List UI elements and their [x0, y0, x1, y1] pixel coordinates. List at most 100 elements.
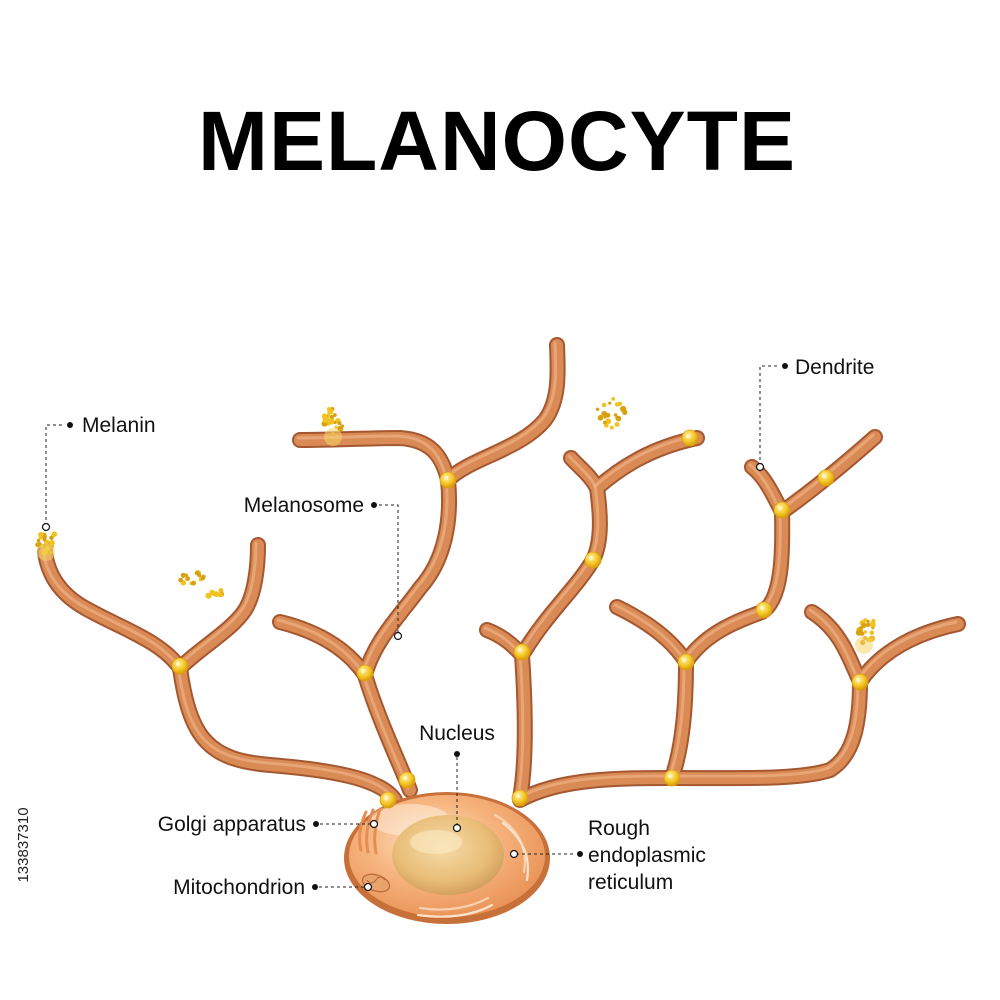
granule-highlight	[855, 677, 861, 683]
dendrite-branch-layer	[613, 603, 686, 662]
dendrite-branch-layer	[361, 671, 410, 790]
dendrite-branch-layer	[854, 618, 964, 688]
melanin-granule	[321, 413, 327, 419]
melanin-granule	[613, 413, 618, 417]
melanosome-granule	[663, 769, 681, 787]
leader-lines	[41, 363, 788, 892]
dendrite-branch-layer	[176, 541, 258, 668]
dendrite-branch-layer	[41, 548, 180, 668]
melanin-cluster	[321, 407, 344, 436]
label-golgi-apparatus: Golgi apparatus	[158, 813, 306, 836]
granule-highlight	[383, 795, 389, 801]
melanin-granule	[333, 413, 337, 417]
dendrite-branch-layer	[824, 676, 866, 776]
melanosome-granule	[439, 471, 457, 489]
melanin-granule	[870, 621, 876, 628]
melanin-clusters	[35, 397, 876, 654]
melanosome-granule	[398, 771, 416, 789]
melanin-granule	[597, 415, 604, 421]
label-nucleus: Nucleus	[419, 722, 495, 745]
dendrite-branch-layer	[668, 658, 686, 778]
melanosome-granule	[851, 673, 869, 691]
dendrite-branch-layer	[39, 546, 186, 674]
melanin-granule	[218, 592, 224, 598]
melanin-granule	[329, 414, 335, 420]
melanin-granule	[601, 402, 607, 408]
melanin-granule	[205, 592, 212, 599]
melanosome-granule	[817, 469, 835, 487]
melanin-granule	[322, 417, 329, 424]
granule-highlight	[667, 773, 673, 779]
dendrite-branch-layer	[611, 601, 692, 668]
melanin-granule	[327, 408, 334, 415]
melanin-granule	[605, 412, 611, 418]
dendrite-branch	[440, 337, 566, 488]
golgi-apparatus	[358, 807, 382, 855]
melanosome-granule	[356, 664, 374, 682]
granule-highlight	[517, 647, 523, 653]
granule-highlight	[821, 473, 827, 479]
label-rough-er-line2: endoplasmic	[588, 844, 706, 867]
melanin-cluster	[178, 570, 206, 586]
melanin-granule	[36, 538, 41, 543]
melanin-granule	[622, 409, 628, 415]
melanin-granule	[608, 401, 612, 405]
melanin-granule	[180, 572, 186, 578]
dendrite-network	[37, 337, 966, 808]
dendrite-branch-layer	[442, 339, 564, 486]
melanin-granule	[861, 622, 867, 629]
melanin-granule	[210, 590, 216, 596]
melanin-granule	[340, 424, 344, 428]
melanin-granule	[49, 540, 55, 546]
rough-er	[416, 813, 529, 918]
melanin-glow	[324, 428, 342, 446]
melanin-granule	[863, 618, 868, 623]
melanin-granule	[337, 421, 342, 426]
granule-highlight	[681, 657, 687, 663]
melanin-granule	[859, 631, 865, 636]
dendrite-branch-layer	[808, 608, 860, 682]
granule-highlight	[515, 793, 521, 799]
melanin-granule	[42, 537, 47, 542]
dendrite-branch-layer	[276, 618, 365, 675]
melanin-granule	[200, 575, 206, 581]
label-dendrite: Dendrite	[795, 356, 874, 379]
label-mitochondrion: Mitochondrion	[173, 876, 305, 899]
nucleus	[392, 815, 504, 895]
melanin-granule	[49, 535, 54, 541]
melanosome-granule	[379, 791, 397, 809]
granule-highlight	[777, 505, 783, 511]
melanosome-granule	[584, 551, 602, 569]
dendrite-branch-layer	[359, 474, 456, 681]
melanin-granule	[865, 622, 871, 627]
melanin-granule	[185, 576, 191, 581]
melanin-granule	[614, 422, 620, 427]
melanin-granule	[603, 420, 607, 425]
granule-highlight	[685, 433, 691, 439]
stock-id: 133837310	[15, 807, 32, 882]
melanin-granule	[605, 418, 612, 425]
dendrite-branch-layer	[516, 651, 525, 798]
granule-highlight	[588, 555, 594, 561]
melanosome-granule	[513, 643, 531, 661]
melanin-granule	[866, 619, 870, 624]
dendrite-branch-layer	[514, 649, 531, 804]
label-melanosome: Melanosome	[244, 494, 364, 517]
granule-highlight	[443, 475, 449, 481]
melanin-granule	[38, 531, 44, 538]
granule-highlight	[360, 668, 366, 674]
dendrite-branch-layer	[174, 539, 264, 674]
melanin-granule	[615, 415, 622, 422]
melanin-granule	[194, 570, 200, 576]
melanin-granule	[863, 630, 867, 634]
melanin-granule	[611, 397, 616, 401]
melanin-granule	[218, 588, 224, 593]
dendrite-branch-layer	[176, 664, 395, 800]
melanin-cluster	[855, 618, 876, 646]
granule-highlight	[175, 661, 181, 667]
melanin-granule	[869, 630, 875, 635]
melanin-cluster	[205, 588, 225, 599]
dendrite-branch-layer	[856, 620, 958, 682]
melanosome-granule	[677, 653, 695, 671]
